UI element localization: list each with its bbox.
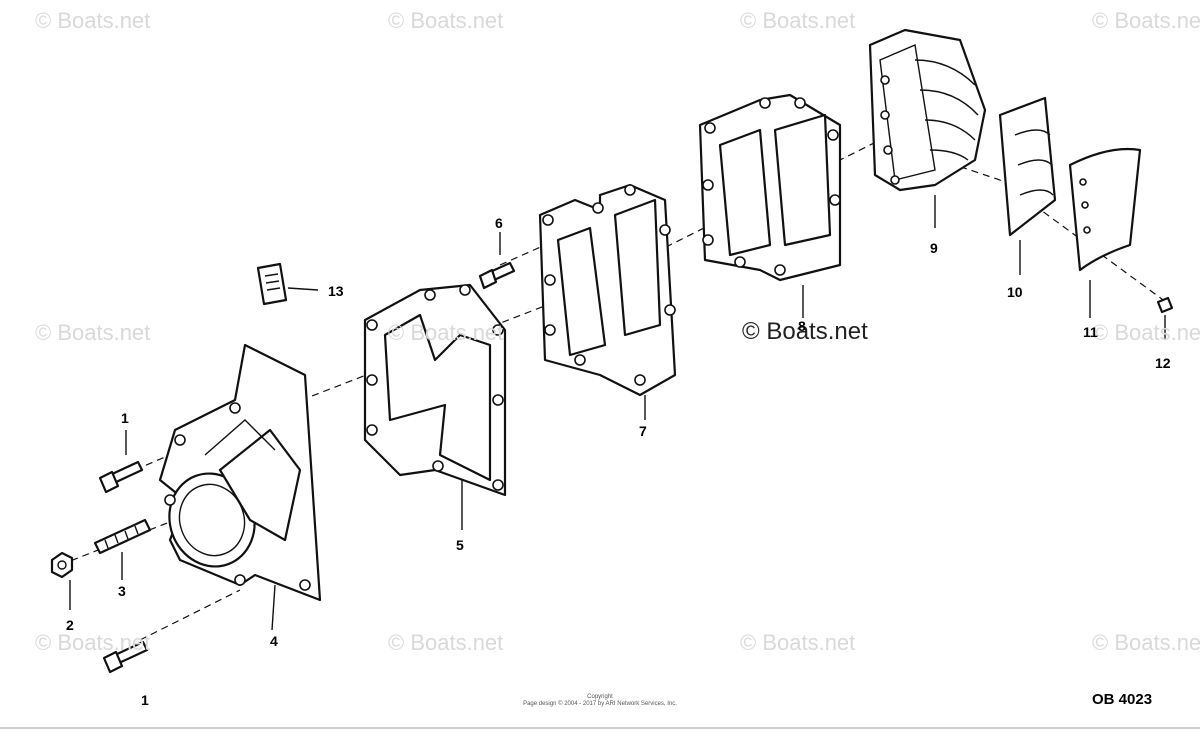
screw-part-12 (1156, 296, 1174, 340)
center-watermark: © Boats.net (742, 318, 868, 345)
assembly-axis-lower (139, 589, 241, 641)
watermark: © Boats.net (1092, 320, 1200, 345)
callout-4: 4 (270, 633, 278, 649)
decal-part-13 (256, 262, 319, 306)
plate-part-7 (538, 183, 677, 420)
diagram-code: OB 4023 (1092, 691, 1153, 708)
stud-part-3 (93, 518, 152, 580)
gasket-part-5 (363, 283, 507, 530)
callout-8: 8 (798, 318, 806, 334)
watermark: © Boats.net (740, 630, 856, 655)
watermark: © Boats.net (740, 8, 856, 33)
adaptor-part-4 (158, 343, 322, 631)
copyright-notice: Copyright Page design © 2004 - 2017 by A… (500, 694, 700, 708)
callout-13: 13 (328, 283, 344, 299)
watermark: © Boats.net (388, 320, 504, 345)
watermark: © Boats.net (1092, 8, 1200, 33)
screw-part-6 (478, 232, 516, 290)
reed-petal-part-10 (998, 96, 1057, 275)
watermark: © Boats.net (35, 320, 151, 345)
callout-2: 2 (66, 617, 74, 633)
callout-12: 12 (1155, 355, 1171, 371)
bolt-part-1-lower (102, 640, 149, 674)
watermark: © Boats.net (1092, 630, 1200, 655)
callout-7: 7 (639, 423, 647, 439)
callout-3: 3 (118, 583, 126, 599)
copyright-line-2: Page design © 2004 - 2017 by ARI Network… (523, 701, 677, 707)
copyright-line-1: Copyright (587, 694, 613, 700)
callout-5: 5 (456, 537, 464, 553)
callout-1-upper: 1 (121, 410, 129, 426)
watermark: © Boats.net (388, 8, 504, 33)
callout-10: 10 (1007, 284, 1023, 300)
watermark: © Boats.net (388, 630, 504, 655)
callout-11: 11 (1083, 324, 1098, 340)
watermark: © Boats.net (35, 630, 151, 655)
assembly-axis-screw (499, 244, 546, 266)
nut-part-2 (50, 551, 74, 610)
callout-9: 9 (930, 240, 938, 256)
reed-stop-part-11 (1068, 147, 1142, 318)
callout-1-lower: 1 (141, 692, 149, 708)
gasket-part-8 (698, 93, 842, 318)
bolt-part-1-upper (98, 430, 144, 494)
callout-6: 6 (495, 215, 503, 231)
watermark: © Boats.net (35, 8, 151, 33)
reed-block-part-9 (868, 28, 987, 228)
